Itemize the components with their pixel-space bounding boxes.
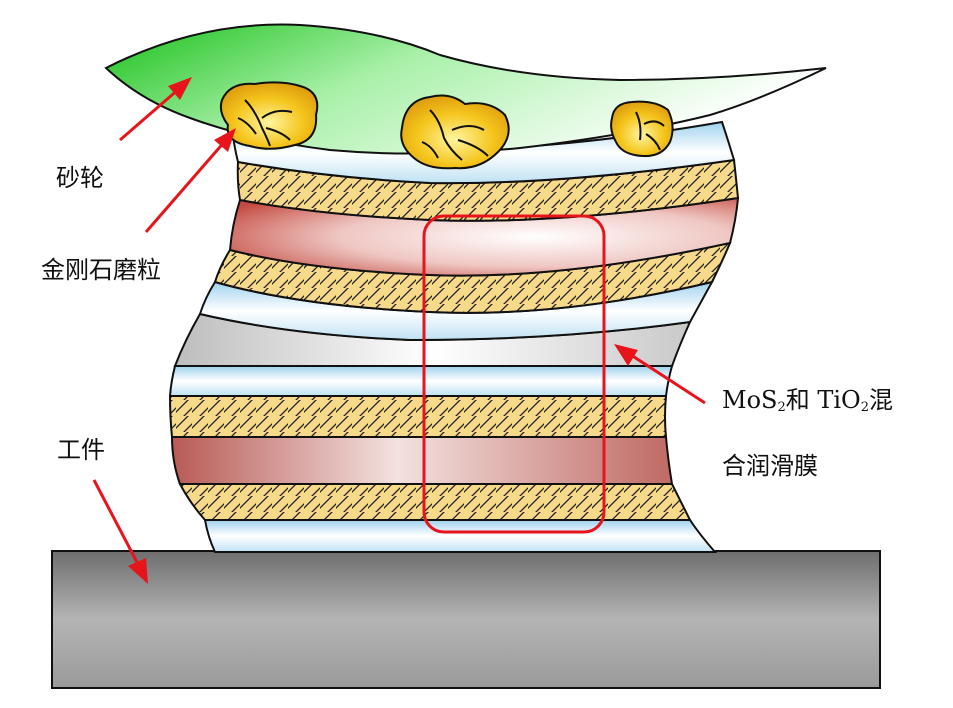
- label-wheel: 砂轮: [56, 164, 104, 192]
- label-film-mix: 混: [869, 386, 894, 414]
- label-film-sub-2b: 2: [860, 400, 870, 415]
- arrow-workpiece-head: [128, 558, 148, 584]
- label-film-mos: MoS: [722, 386, 778, 414]
- layer-hatched-3: [178, 483, 692, 521]
- arrow-diamond-head: [214, 128, 236, 152]
- layer-blue-bottom: [203, 519, 718, 553]
- layer-stack: [168, 120, 740, 553]
- arrow-film-head: [614, 344, 638, 366]
- label-film-line2: 合润滑膜: [722, 452, 818, 480]
- layer-red-2: [170, 436, 674, 485]
- diamond-grits: [219, 81, 674, 170]
- layer-hatched-2: [168, 395, 668, 438]
- diamond-grit-2: [400, 94, 510, 170]
- label-workpiece: 工件: [57, 436, 105, 464]
- label-film-sub-2a: 2: [777, 400, 786, 415]
- diamond-grit-1: [219, 81, 319, 150]
- diamond-grit-cracks: [237, 99, 665, 161]
- label-film-line1: MoS2和 TiO2混: [722, 380, 893, 415]
- layer-blue-mid: [168, 365, 674, 397]
- arrow-film: [627, 351, 706, 405]
- annotation-arrows: [92, 77, 706, 584]
- film-highlight-box: [422, 214, 606, 534]
- label-film-tio: 和 TiO: [785, 386, 861, 414]
- arrow-wheel: [119, 86, 181, 142]
- diamond-grit-3: [610, 100, 674, 158]
- workpiece-block: [51, 550, 881, 689]
- arrow-diamond: [144, 139, 228, 233]
- arrow-workpiece: [92, 479, 142, 569]
- label-diamond-grit: 金刚石磨粒: [41, 256, 161, 284]
- arrow-wheel-head: [168, 77, 192, 100]
